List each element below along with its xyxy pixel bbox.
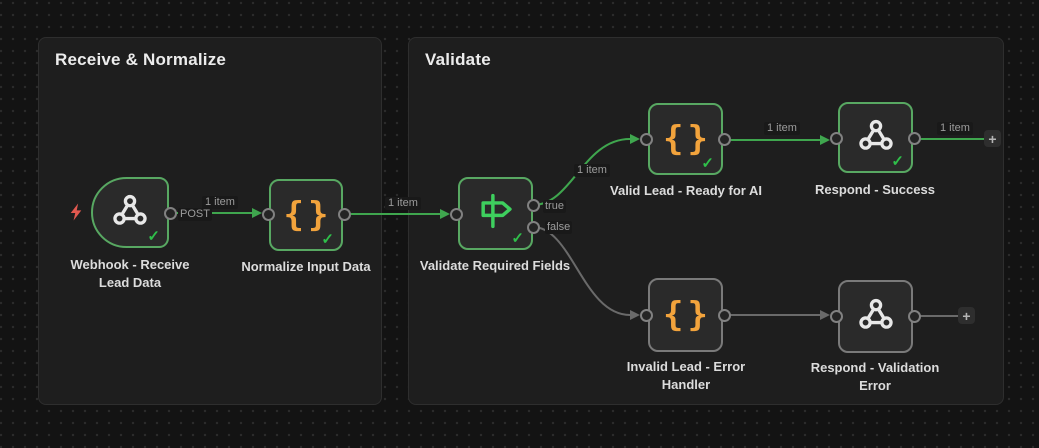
wire-label-1-item: 1 item: [937, 122, 973, 136]
connection-invalid-lead-to-respond-error[interactable]: [727, 310, 830, 320]
if-icon: [474, 189, 518, 238]
plus-icon: +: [988, 130, 997, 147]
port-label-post: POST: [178, 208, 212, 222]
wire-label-1-item: 1 item: [764, 122, 800, 136]
lightning-bolt-icon: [68, 203, 84, 226]
arrowhead-icon: [252, 208, 262, 218]
wire-label-1-item: 1 item: [574, 164, 610, 178]
output-port-false[interactable]: [527, 221, 540, 234]
arrowhead-icon: [820, 310, 830, 320]
node-title-invalid-lead: Invalid Lead - Error Handler: [626, 359, 746, 392]
node-title-respond-error: Respond - Validation Error: [810, 360, 940, 393]
port-label-true: true: [543, 200, 566, 214]
group-title: Validate: [425, 50, 491, 69]
success-check-icon: ✓: [147, 228, 160, 245]
node-title-validate: Validate Required Fields: [419, 258, 571, 273]
arrowhead-icon: [630, 310, 640, 320]
input-port-invalid-lead[interactable]: [640, 309, 653, 322]
connection-valid-lead-to-respond-success[interactable]: [727, 135, 830, 145]
node-normalize-input-data[interactable]: {} ✓: [269, 179, 343, 251]
input-port-normalize[interactable]: [262, 208, 275, 221]
respond-webhook-icon: [855, 116, 897, 159]
code-icon: {}: [283, 195, 333, 235]
node-webhook-receive-lead-data[interactable]: ✓: [91, 177, 169, 248]
node-title-respond-success: Respond - Success: [815, 182, 935, 197]
plus-icon: +: [962, 307, 971, 324]
connection-normalize-to-validate[interactable]: [345, 209, 450, 219]
code-icon: {}: [663, 295, 712, 335]
wire-label-1-item: 1 item: [385, 197, 421, 211]
node-invalid-lead-error-handler[interactable]: {}: [648, 278, 723, 352]
output-port-invalid-lead[interactable]: [718, 309, 731, 322]
output-port-valid-lead[interactable]: [718, 133, 731, 146]
success-check-icon: ✓: [701, 155, 714, 172]
respond-webhook-icon: [855, 295, 897, 338]
output-port-respond-success[interactable]: [908, 132, 921, 145]
node-valid-lead-ready-for-ai[interactable]: {} ✓: [648, 103, 723, 175]
output-port-normalize[interactable]: [338, 208, 351, 221]
success-check-icon: ✓: [511, 230, 524, 247]
arrowhead-icon: [820, 135, 830, 145]
input-port-respond-success[interactable]: [830, 132, 843, 145]
port-label-false: false: [545, 221, 573, 235]
arrowhead-icon: [630, 134, 640, 144]
success-check-icon: ✓: [891, 153, 904, 170]
group-title: Receive & Normalize: [55, 50, 227, 69]
code-icon: {}: [663, 119, 712, 159]
node-title-normalize: Normalize Input Data: [241, 259, 371, 274]
input-port-respond-error[interactable]: [830, 310, 843, 323]
input-port-validate[interactable]: [450, 208, 463, 221]
output-port-true[interactable]: [527, 199, 540, 212]
add-node-button[interactable]: +: [958, 307, 975, 324]
output-port-respond-error[interactable]: [908, 310, 921, 323]
node-respond-validation-error[interactable]: [838, 280, 913, 353]
node-title-webhook: Webhook - Receive Lead Data: [70, 257, 190, 290]
arrowhead-icon: [440, 209, 450, 219]
webhook-icon: [109, 191, 151, 234]
node-respond-success[interactable]: ✓: [838, 102, 913, 173]
success-check-icon: ✓: [321, 231, 334, 248]
wire-label-1-item: 1 item: [202, 196, 238, 210]
node-title-valid-lead: Valid Lead - Ready for AI: [610, 183, 762, 198]
input-port-valid-lead[interactable]: [640, 133, 653, 146]
node-validate-required-fields[interactable]: ✓: [458, 177, 533, 250]
add-node-button[interactable]: +: [984, 130, 1001, 147]
output-port-webhook[interactable]: [164, 207, 177, 220]
